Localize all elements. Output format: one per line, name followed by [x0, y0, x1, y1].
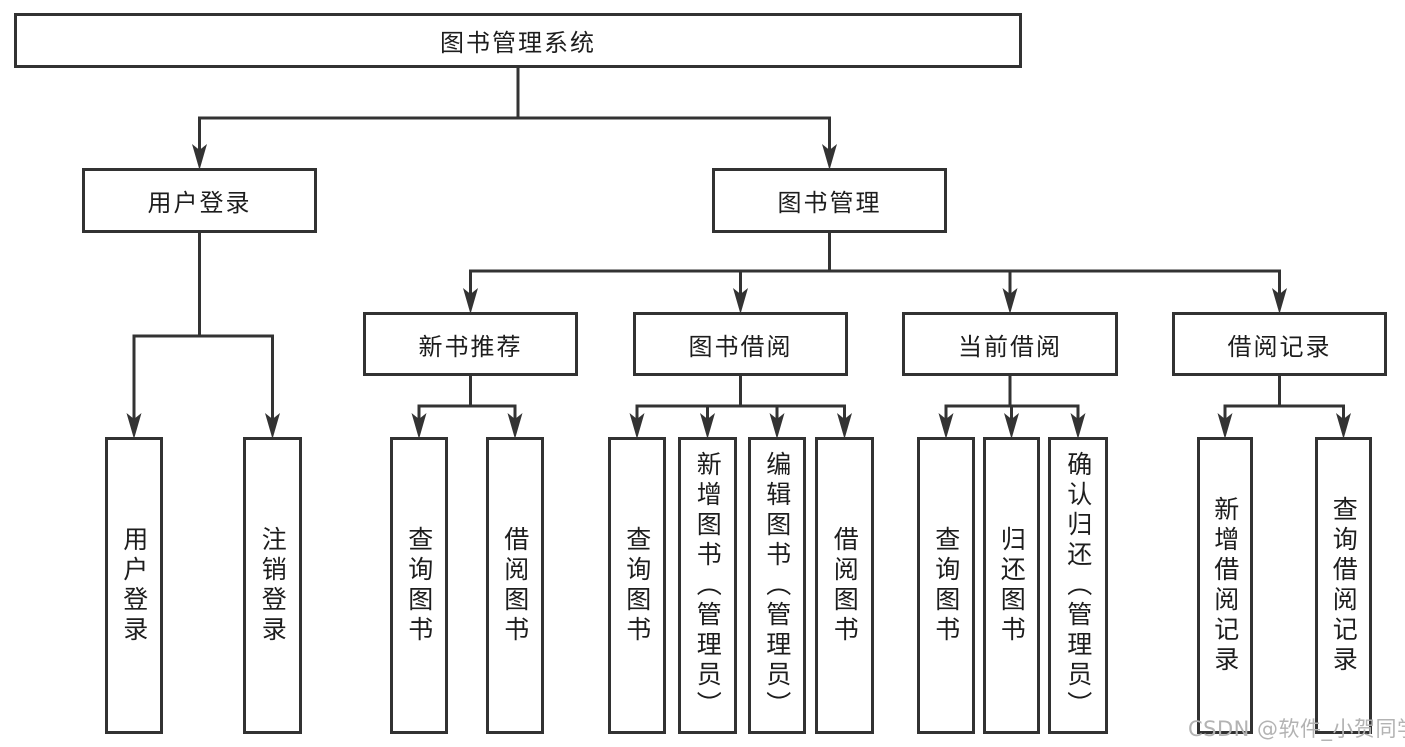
bb-add-book-box: 新增图书（管理员） — [678, 437, 737, 734]
nb-query-book-box: 查询图书 — [390, 437, 448, 734]
arrowhead-icon — [1070, 413, 1086, 439]
user-login-leaf-box: 用户登录 — [105, 437, 163, 734]
arrowhead-icon — [1004, 413, 1019, 439]
arrowhead-icon — [629, 413, 645, 439]
arrowhead-icon — [1272, 288, 1287, 314]
book-management-module-box: 图书管理 — [712, 168, 947, 233]
arrowhead-icon — [837, 413, 852, 439]
bb-query-book-box: 查询图书 — [608, 437, 666, 734]
arrowhead-icon — [265, 413, 280, 439]
user-login-module-box: 用户登录 — [82, 168, 317, 233]
arrowhead-icon — [700, 413, 715, 439]
book-borrowing-box: 图书借阅 — [633, 312, 848, 376]
br-add-record-box: 新增借阅记录 — [1197, 437, 1253, 734]
csdn-watermark: CSDN @软件_小贺同学 — [1188, 717, 1405, 741]
arrowhead-icon — [126, 413, 142, 439]
system-root-box: 图书管理系统 — [14, 13, 1022, 68]
arrowhead-icon — [463, 288, 478, 314]
cb-confirm-return-box: 确认归还（管理员） — [1048, 437, 1108, 734]
current-borrowing-box: 当前借阅 — [902, 312, 1118, 376]
bb-edit-book-box: 编辑图书（管理员） — [748, 437, 806, 734]
arrowhead-icon — [1217, 413, 1233, 439]
bb-borrow-book-box: 借阅图书 — [815, 437, 874, 734]
nb-borrow-book-box: 借阅图书 — [486, 437, 544, 734]
arrowhead-icon — [769, 413, 785, 439]
new-book-recommend-box: 新书推荐 — [363, 312, 578, 376]
br-query-record-box: 查询借阅记录 — [1315, 437, 1372, 734]
arrowhead-icon — [733, 288, 748, 314]
arrowhead-icon — [411, 413, 427, 439]
arrowhead-icon — [1336, 413, 1351, 439]
arrowhead-icon — [1002, 288, 1018, 314]
borrowing-records-box: 借阅记录 — [1172, 312, 1387, 376]
cb-return-book-box: 归还图书 — [983, 437, 1040, 734]
arrowhead-icon — [192, 144, 207, 170]
arrowhead-icon — [938, 413, 954, 439]
logout-leaf-box: 注销登录 — [243, 437, 302, 734]
cb-query-book-box: 查询图书 — [917, 437, 975, 734]
arrowhead-icon — [822, 144, 837, 170]
arrowhead-icon — [507, 413, 523, 439]
